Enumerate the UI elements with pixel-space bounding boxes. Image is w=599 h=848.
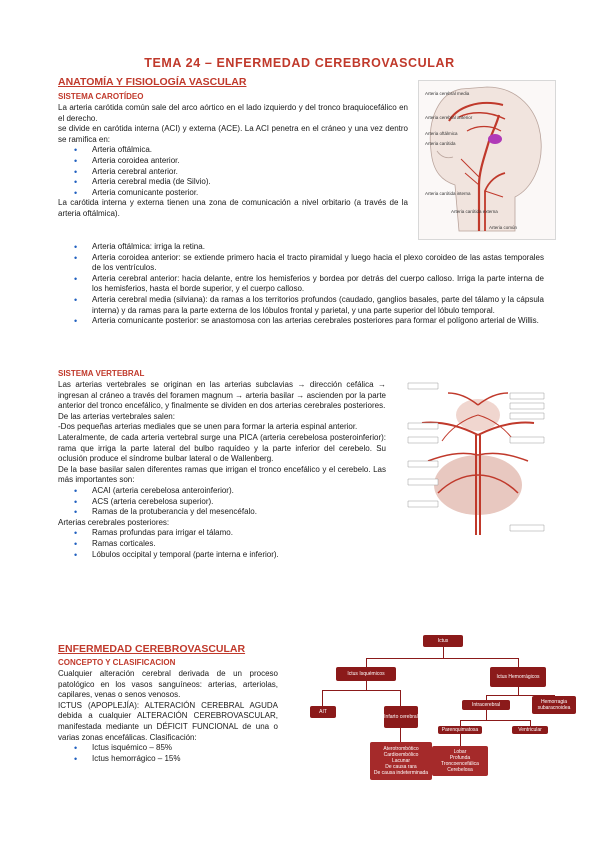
- figure-label: Arteria carótida interna: [425, 191, 471, 196]
- list-item: Arteria cerebral media (de Silvio).: [58, 177, 408, 188]
- disease-paragraph-1: Cualquier alteración cerebral derivada d…: [58, 669, 278, 700]
- vertebral-paragraph-3: -Dos pequeñas arterias mediales que se u…: [58, 422, 358, 432]
- vertebral-anatomy-figure: [398, 375, 554, 540]
- section-heading-disease: ENFERMEDAD CEREBROVASCULAR: [58, 643, 246, 655]
- vertebral-text-block: Las arterias vertebrales se originan en …: [58, 380, 386, 560]
- diagram-node-ventricular: Ventricular: [512, 726, 548, 734]
- carotid-branch-list: Arteria oftálmica. Arteria coroidea ante…: [58, 145, 408, 198]
- diagram-node-subarachnoid: Hemorragia subaracnoidea: [532, 696, 576, 714]
- list-item: Arteria oftálmica.: [58, 145, 408, 156]
- list-item: Arteria oftálmica: irriga la retina.: [58, 242, 544, 253]
- diagram-node-infarct: Infarto cerebral: [384, 706, 418, 728]
- vertebral-illustration: [407, 382, 545, 535]
- diagram-node-ischemic: Ictus Isquémicos: [336, 667, 396, 681]
- disease-paragraph-2: ICTUS (APOPLEJÍA): ALTERACIÓN CEREBRAL A…: [58, 700, 278, 742]
- figure-label: Arteria cerebral media: [425, 91, 470, 96]
- section-heading-anatomy: ANATOMÍA Y FISIOLOGÍA VASCULAR: [58, 76, 247, 88]
- diagram-node-ait: AIT: [310, 706, 336, 718]
- list-item: Ramas profundas para irrigar el tálamo.: [58, 528, 386, 539]
- list-item: Arteria coroidea anterior.: [58, 156, 408, 167]
- vertebral-paragraph-6: Arterias cerebrales posteriores:: [58, 517, 170, 527]
- figure-label: Arteria carótida: [425, 141, 456, 146]
- list-item: Arteria cerebral anterior.: [58, 167, 408, 178]
- ictus-classification-diagram: Ictus Ictus Isquémicos Ictus Hemorrágico…: [310, 630, 576, 780]
- vertebral-paragraph-2: De las arterias vertebrales salen:: [58, 411, 175, 421]
- vertebral-paragraph-4: Lateralmente, de cada arteria vertebral …: [58, 432, 386, 464]
- figure-label: Arteria oftálmica: [425, 131, 458, 136]
- vertebral-paragraph-5: De la base basilar salen diferentes rama…: [58, 464, 386, 485]
- list-item: Arteria comunicante posterior.: [58, 188, 408, 199]
- diagram-node-intracerebral: Intracerebral: [462, 700, 510, 710]
- list-item: Arteria coroidea anterior: se extiende p…: [58, 253, 544, 274]
- figure-label: Arteria carótida externa: [451, 209, 498, 214]
- page-title: TEMA 24 – ENFERMEDAD CEREBROVASCULAR: [144, 56, 455, 70]
- carotid-illustration: [429, 86, 542, 232]
- list-item: Arteria comunicante posterior: se anasto…: [58, 316, 544, 327]
- posterior-branch-list: Ramas profundas para irrigar el tálamo. …: [58, 528, 386, 560]
- carotid-text-block: La arteria carótida común sale del arco …: [58, 103, 408, 220]
- list-item: Ictus isquémico – 85%: [58, 743, 278, 754]
- figure-label: Arteria común: [489, 225, 518, 230]
- diagram-node-causes: Aterotrombótico Cardioembólico Lacunar D…: [370, 742, 432, 780]
- figure-label: Arteria cerebral anterior: [425, 115, 473, 120]
- carotid-anatomy-figure: Arteria cerebral media Arteria cerebral …: [418, 80, 556, 240]
- carotid-details: Arteria oftálmica: irriga la retina. Art…: [58, 242, 544, 327]
- vertebral-paragraph-1: Las arterias vertebrales se originan en …: [58, 380, 386, 411]
- list-item: Ictus hemorrágico – 15%: [58, 754, 278, 765]
- list-item: ACAI (arteria cerebelosa anteroinferior)…: [58, 486, 386, 497]
- carotid-paragraph-1: La arteria carótida común sale del arco …: [58, 103, 408, 123]
- subheading-concept: CONCEPTO Y CLASIFICACION: [58, 658, 176, 667]
- diagram-node-parenchymal: Parenquimatosa: [438, 726, 482, 734]
- list-item: Lóbulos occipital y temporal (parte inte…: [58, 550, 386, 561]
- list-item: Arteria cerebral media (silviana): da ra…: [58, 295, 544, 316]
- diagram-node-root: Ictus: [423, 635, 463, 647]
- ictus-type-list: Ictus isquémico – 85% Ictus hemorrágico …: [58, 743, 278, 764]
- basilar-branch-list: ACAI (arteria cerebelosa anteroinferior)…: [58, 486, 386, 518]
- subheading-vertebral: SISTEMA VERTEBRAL: [58, 369, 145, 378]
- list-item: ACS (arteria cerebelosa superior).: [58, 497, 386, 508]
- carotid-paragraph-3: La carótida interna y externa tienen una…: [58, 198, 408, 218]
- list-item: Ramas de la protuberancia y del mesencéf…: [58, 507, 386, 518]
- diagram-node-locations: Lobar Profunda Troncoencefálica Cerebelo…: [432, 746, 488, 776]
- diagram-node-hemorrhagic: Ictus Hemorrágicos: [490, 667, 546, 687]
- carotid-paragraph-2: se divide en carótida interna (ACI) y ex…: [58, 124, 408, 144]
- list-item: Arteria cerebral anterior: hacia delante…: [58, 274, 544, 295]
- list-item: Ramas corticales.: [58, 539, 386, 550]
- subheading-carotid: SISTEMA CAROTÍDEO: [58, 92, 144, 101]
- disease-text-block: Cualquier alteración cerebral derivada d…: [58, 669, 278, 764]
